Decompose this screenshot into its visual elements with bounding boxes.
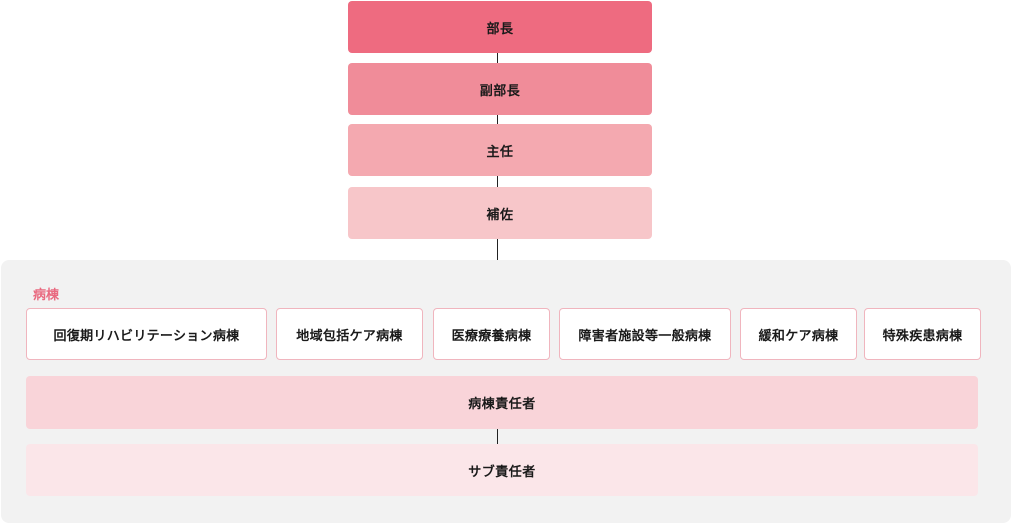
node-chief: 主任 xyxy=(348,124,652,176)
connector-chief-assistant xyxy=(497,176,498,188)
connector-assistant-wards xyxy=(497,239,498,260)
wards-section-label: 病棟 xyxy=(33,288,60,303)
ward-medical-care: 医療療養病棟 xyxy=(433,308,550,360)
ward-special-disease: 特殊疾患病棟 xyxy=(864,308,981,360)
node-deputy-director: 副部長 xyxy=(348,63,652,115)
connector-director-deputy xyxy=(497,52,498,64)
node-assistant: 補佐 xyxy=(348,187,652,239)
node-ward-manager: 病棟責任者 xyxy=(26,376,978,429)
ward-recovery-rehabilitation: 回復期リハビリテーション病棟 xyxy=(26,308,267,360)
ward-disability-facility-general: 障害者施設等一般病棟 xyxy=(559,308,731,360)
ward-community-comprehensive-care: 地域包括ケア病棟 xyxy=(276,308,423,360)
node-sub-manager: サブ責任者 xyxy=(26,444,978,496)
ward-palliative-care: 緩和ケア病棟 xyxy=(740,308,857,360)
connector-manager-sub xyxy=(497,428,498,444)
node-director: 部長 xyxy=(348,1,652,53)
connector-deputy-chief xyxy=(497,114,498,126)
